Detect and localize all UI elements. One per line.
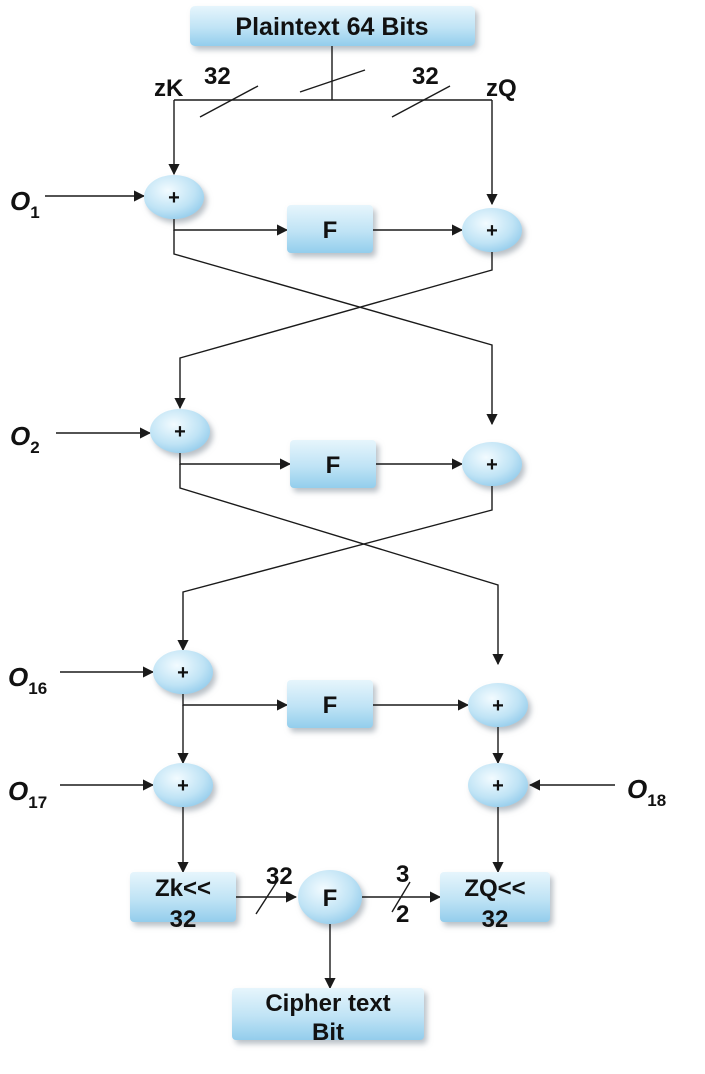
- xor-node: [462, 442, 522, 486]
- input-split: zK 32 32 zQ: [154, 46, 517, 206]
- f-box: [290, 440, 376, 488]
- f-label: F: [326, 452, 341, 479]
- f-node: [298, 870, 362, 924]
- left-shift-box: [130, 872, 236, 922]
- right-half-width: 32: [412, 63, 439, 90]
- xor-node: [153, 763, 213, 807]
- left-half-name: zK: [154, 75, 184, 102]
- xor-symbol: +: [486, 454, 498, 476]
- left-half-width: 32: [204, 63, 231, 90]
- right-width-bottom: 2: [396, 901, 409, 928]
- round-key-o2: O2: [10, 421, 40, 457]
- right-shift-line1: ZQ<<: [464, 875, 525, 902]
- left-shift-line1: Zk<<: [155, 875, 211, 902]
- xor-symbol: +: [492, 695, 504, 717]
- xor-symbol: +: [168, 187, 180, 209]
- round-key-o16: O16: [8, 662, 47, 698]
- plaintext-label: Plaintext 64 Bits: [235, 13, 428, 41]
- round-key-o18: O18: [627, 774, 666, 810]
- xor-symbol: +: [486, 220, 498, 242]
- right-shift-line2: 32: [482, 906, 509, 933]
- swap-2: [177, 464, 504, 666]
- f-label: F: [323, 217, 338, 244]
- final-stage: Zk<< 32 32 F 3 2 ZQ<< 32 Cipher text Bit: [130, 861, 550, 1046]
- xor-node: [153, 650, 213, 694]
- round-16: O16 + F +: [8, 650, 528, 728]
- round-2: O2 + F +: [10, 409, 522, 488]
- xor-node: [150, 409, 210, 453]
- cipher-text-line2: Bit: [312, 1019, 344, 1046]
- swap-1: [173, 230, 498, 426]
- round-key-o1: O1: [10, 186, 40, 222]
- plaintext-box: Plaintext 64 Bits: [190, 6, 475, 46]
- f-box: [287, 205, 373, 253]
- bus-width-slash: [299, 69, 366, 93]
- xor-symbol: +: [492, 775, 504, 797]
- xor-node: [144, 175, 204, 219]
- left-width-slash: [199, 85, 259, 118]
- f-box: [287, 680, 373, 728]
- f-node-label: F: [323, 885, 338, 912]
- right-half-name: zQ: [486, 75, 517, 102]
- left-shift-line2: 32: [170, 906, 197, 933]
- right-width-slash: [391, 85, 451, 118]
- f-label: F: [323, 692, 338, 719]
- xor-node: [462, 208, 522, 252]
- output-whitening: O17 + + O18: [8, 705, 666, 874]
- width-slash: [255, 879, 279, 915]
- right-width-top: 3: [396, 861, 409, 888]
- left-width-label: 32: [266, 863, 293, 890]
- xor-symbol: +: [177, 775, 189, 797]
- cipher-text-line1: Cipher text: [265, 990, 390, 1017]
- xor-node: [468, 763, 528, 807]
- xor-node: [468, 683, 528, 727]
- width-slash: [391, 881, 411, 913]
- right-shift-box: [440, 872, 550, 922]
- xor-symbol: +: [177, 662, 189, 684]
- round-1: O1 + F +: [10, 175, 522, 253]
- xor-symbol: +: [174, 421, 186, 443]
- cipher-text-box: [232, 988, 424, 1040]
- round-key-o17: O17: [8, 776, 47, 812]
